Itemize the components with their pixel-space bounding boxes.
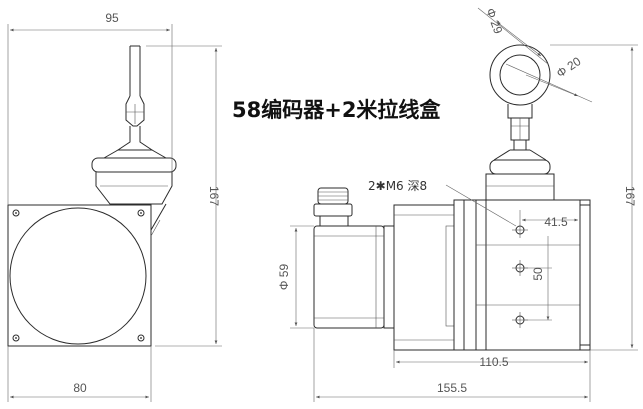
dim-front-height-label: 167	[207, 186, 221, 206]
dim-hole-spacing-h: 41.5	[519, 210, 578, 229]
dim-side-height-label: 167	[623, 186, 637, 206]
dim-ring-outer-label: Φ 29	[483, 6, 505, 36]
coupling-flange	[393, 204, 455, 351]
thread-callout-label: 2✱M6 深8	[368, 179, 427, 193]
dim-front-bottom-width: 80	[7, 346, 152, 402]
front-view: 95 80 167	[7, 11, 222, 402]
dim-hole-spacing-v-label: 50	[531, 267, 545, 281]
cable-gland	[313, 187, 353, 227]
dim-front-top-width: 95	[7, 11, 173, 205]
dim-encoder-dia: Φ 59	[277, 225, 314, 329]
side-outlet-cone	[485, 149, 555, 201]
diagram-title: 58编码器+2米拉线盒	[232, 98, 441, 122]
dim-side-height: 167	[550, 44, 638, 351]
pull-wire-rod	[116, 45, 154, 151]
dim-total-length: 155.5	[313, 328, 591, 402]
dim-total-length-label: 155.5	[437, 381, 467, 395]
side-view: Φ 29 Φ 20 167 Φ 59 2✱M6 深8	[277, 6, 638, 402]
dim-box-length: 110.5	[393, 350, 591, 369]
housing-screw-bl	[12, 334, 20, 342]
dim-hole-spacing-v: 50	[524, 236, 552, 321]
dim-ring-outer: Φ 29	[477, 6, 549, 65]
dim-hole-spacing-h-label: 41.5	[544, 215, 568, 229]
front-housing	[7, 203, 167, 347]
dim-front-height: 167	[146, 45, 222, 347]
housing-screw-tl	[12, 209, 20, 217]
front-outlet-cone	[91, 149, 177, 205]
thread-callout: 2✱M6 深8	[368, 179, 517, 227]
mount-hole-top	[512, 222, 528, 238]
housing-screw-tr	[137, 209, 145, 217]
dim-front-top-width-label: 95	[105, 11, 119, 25]
housing-screw-br	[137, 334, 145, 342]
spool-box	[453, 199, 591, 351]
dim-encoder-dia-label: Φ 59	[277, 264, 291, 291]
pull-ring	[489, 44, 551, 151]
dim-front-bottom-width-label: 80	[73, 381, 87, 395]
dim-box-length-label: 110.5	[479, 355, 508, 369]
dim-ring-inner-label: Φ 20	[554, 54, 584, 80]
encoder-body	[313, 225, 395, 329]
